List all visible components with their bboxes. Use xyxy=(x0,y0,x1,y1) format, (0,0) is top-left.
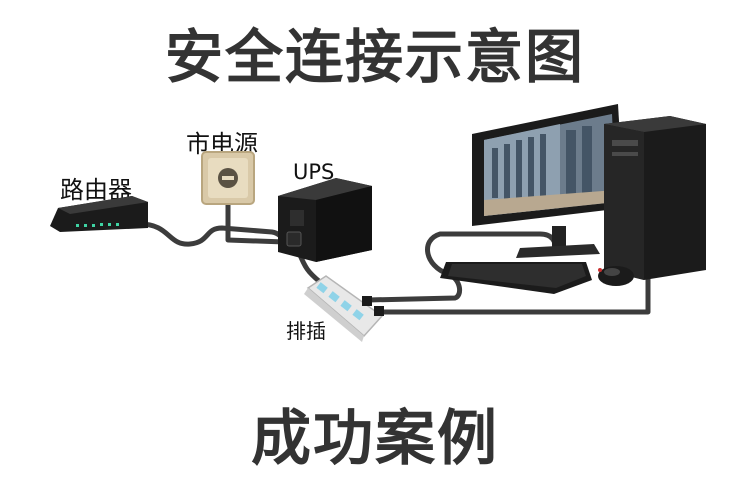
router xyxy=(50,196,148,232)
diagram-title: 安全连接示意图 xyxy=(164,23,585,91)
ups-device xyxy=(278,178,372,262)
pc-cable xyxy=(377,267,651,315)
power-strip-label: 排插 xyxy=(286,319,326,343)
mouse xyxy=(598,266,634,286)
cables xyxy=(137,187,651,315)
power-strip xyxy=(304,275,384,342)
ups-label: UPS xyxy=(293,160,335,184)
mains-cable xyxy=(225,187,288,245)
footer-caption: 成功案例 xyxy=(251,404,499,474)
pc-tower xyxy=(604,116,706,280)
monitor-cable xyxy=(365,231,559,303)
wall-outlet xyxy=(201,151,255,205)
monitor xyxy=(472,104,624,258)
keyboard xyxy=(440,262,592,294)
